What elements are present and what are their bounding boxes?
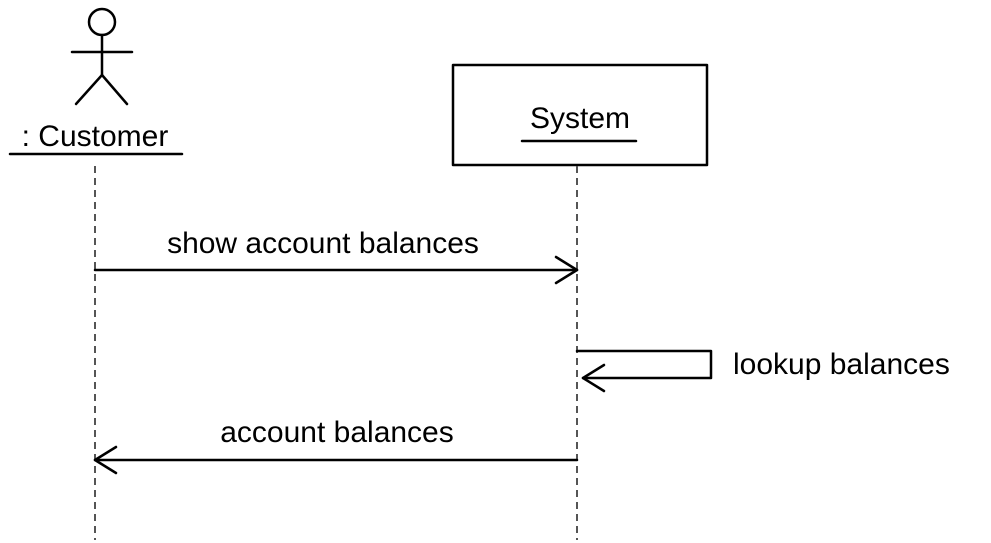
customer-actor: : Customer [8, 7, 184, 156]
open-arrowhead-left-icon [581, 363, 606, 393]
customer-label: : Customer [22, 120, 169, 153]
message-label: show account balances [167, 227, 479, 260]
message-label: account balances [220, 416, 454, 449]
system-object: System [451, 63, 709, 167]
open-arrowhead-left-icon [93, 445, 118, 475]
message-lookup-balances: lookup balances [575, 348, 950, 393]
open-arrowhead-right-icon [554, 255, 579, 285]
system-box [451, 63, 709, 167]
message-account-balances: account balances [93, 416, 579, 475]
stick-figure-icon [70, 7, 134, 106]
self-message-line [575, 349, 713, 380]
message-show-account-balances: show account balances [93, 227, 579, 285]
system-label: System [530, 102, 630, 135]
message-label: lookup balances [733, 348, 950, 381]
